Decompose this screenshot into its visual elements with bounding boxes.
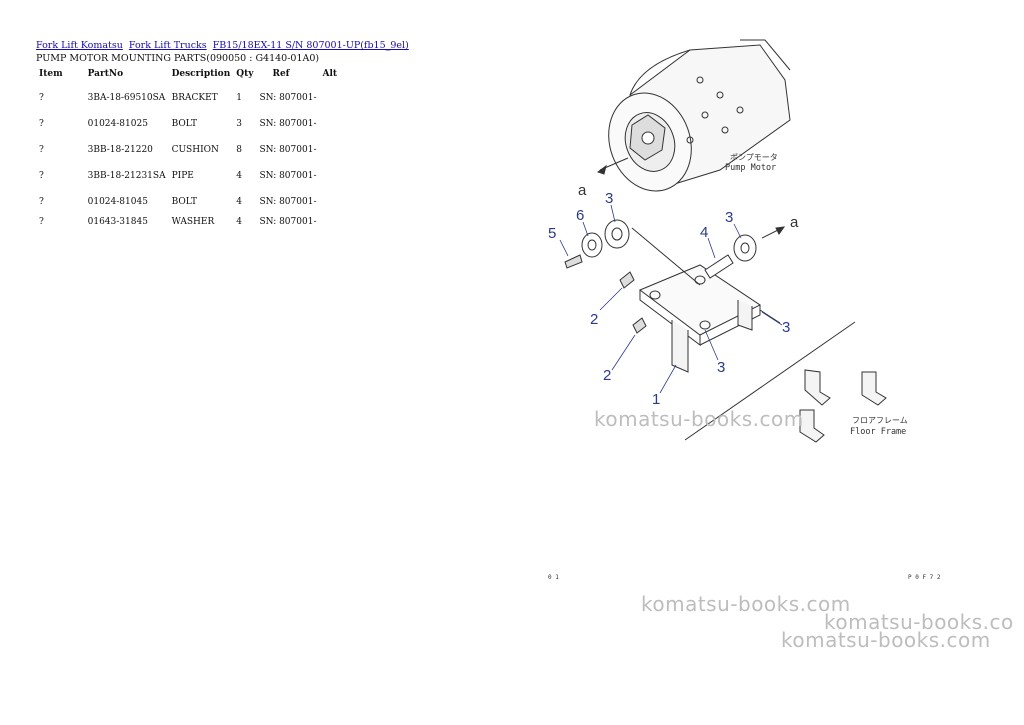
pump-motor-label: Pump Motor bbox=[725, 163, 776, 173]
header-partno: PartNo bbox=[87, 69, 124, 79]
bracket-drawing bbox=[639, 264, 761, 373]
cell-alt bbox=[319, 215, 340, 229]
table-row: ? 01643-31845 WASHER 4 SN: 807001- bbox=[36, 215, 340, 229]
cell-qty: 4 bbox=[236, 171, 242, 181]
footer-right-code: P 0 F 7 2 bbox=[908, 574, 941, 581]
floor-frame-label: Floor Frame bbox=[850, 427, 906, 437]
callout-3: 3 bbox=[605, 190, 613, 207]
cell-item: ? bbox=[39, 93, 44, 103]
cell-ref: SN: 807001- bbox=[259, 171, 317, 181]
callout-3: 3 bbox=[717, 359, 725, 376]
cell-item: ? bbox=[39, 171, 44, 181]
table-header-row: Item PartNo Description Qty Ref Alt bbox=[36, 67, 340, 85]
cell-description: PIPE bbox=[171, 171, 194, 181]
parts-list-panel: Fork Lift Komatsu Fork Lift Trucks FB15/… bbox=[36, 39, 496, 229]
cell-ref: SN: 807001- bbox=[259, 197, 317, 207]
cell-item: ? bbox=[39, 119, 44, 129]
floor-frame-jp-label: フロアフレーム bbox=[852, 416, 908, 425]
header-description: Description bbox=[171, 69, 231, 79]
cell-alt bbox=[319, 189, 340, 215]
pump-motor-jp-label: ポンプモータ bbox=[730, 153, 778, 162]
breadcrumb-link-model[interactable]: FB15/18EX-11 S/N 807001-UP(fb15_9el) bbox=[212, 40, 409, 51]
cell-description: BOLT bbox=[171, 197, 197, 207]
cell-partno: 3BB-18-21231SA bbox=[87, 171, 166, 181]
cell-partno: 01024-81025 bbox=[87, 119, 148, 129]
cell-qty: 8 bbox=[236, 145, 242, 155]
pump-motor-drawing bbox=[596, 39, 791, 192]
mark-a-right: a bbox=[790, 214, 799, 231]
callout-2: 2 bbox=[590, 311, 598, 328]
cell-item: ? bbox=[39, 197, 44, 207]
cell-partno: 01024-81045 bbox=[87, 197, 148, 207]
table-row: ? 3BB-18-21220 CUSHION 8 SN: 807001- bbox=[36, 137, 340, 163]
cell-alt bbox=[319, 85, 340, 111]
watermark: komatsu-books.com bbox=[781, 628, 991, 652]
cell-description: BOLT bbox=[171, 119, 197, 129]
cell-qty: 4 bbox=[236, 197, 242, 207]
cell-alt bbox=[319, 111, 340, 137]
cell-description: BRACKET bbox=[171, 93, 218, 103]
header-ref: Ref bbox=[272, 69, 290, 79]
cell-qty: 3 bbox=[236, 119, 242, 129]
callout-2: 2 bbox=[603, 367, 611, 384]
table-row: ? 01024-81045 BOLT 4 SN: 807001- bbox=[36, 189, 340, 215]
callout-6: 6 bbox=[576, 207, 584, 224]
callout-3: 3 bbox=[725, 209, 733, 226]
floor-frame-drawing bbox=[684, 321, 887, 443]
cell-qty: 4 bbox=[236, 217, 242, 227]
breadcrumb-link-fork-lift-komatsu[interactable]: Fork Lift Komatsu bbox=[36, 40, 123, 51]
breadcrumb: Fork Lift Komatsu Fork Lift Trucks FB15/… bbox=[36, 39, 496, 52]
table-row: ? 01024-81025 BOLT 3 SN: 807001- bbox=[36, 111, 340, 137]
cell-partno: 01643-31845 bbox=[87, 217, 148, 227]
cell-alt bbox=[319, 137, 340, 163]
cell-item: ? bbox=[39, 217, 44, 227]
table-row: ? 3BB-18-21231SA PIPE 4 SN: 807001- bbox=[36, 163, 340, 189]
cell-ref: SN: 807001- bbox=[259, 93, 317, 103]
cell-item: ? bbox=[39, 145, 44, 155]
table-row: ? 3BA-18-69510SA BRACKET 1 SN: 807001- bbox=[36, 85, 340, 111]
mark-a-left: a bbox=[578, 182, 587, 199]
watermark: komatsu-books.com bbox=[641, 592, 851, 616]
callout-1: 1 bbox=[652, 391, 660, 408]
header-qty: Qty bbox=[236, 69, 254, 79]
cell-ref: SN: 807001- bbox=[259, 217, 317, 227]
breadcrumb-link-fork-lift-trucks[interactable]: Fork Lift Trucks bbox=[128, 40, 207, 51]
callout-4: 4 bbox=[700, 224, 708, 241]
header-alt: Alt bbox=[322, 69, 338, 79]
exploded-parts-diagram: 5 6 3 3 4 2 2 3 3 1 ポンプモータ Pump Motor フロ… bbox=[548, 39, 941, 581]
small-parts-drawing bbox=[564, 219, 786, 334]
header-item: Item bbox=[39, 69, 63, 79]
footer-left-code: 0 1 bbox=[548, 574, 559, 581]
cell-description: WASHER bbox=[171, 217, 215, 227]
cell-partno: 3BA-18-69510SA bbox=[87, 93, 166, 103]
watermark: komatsu-books.com bbox=[594, 407, 804, 431]
parts-table: Item PartNo Description Qty Ref Alt ? 3B… bbox=[36, 67, 340, 229]
cell-qty: 1 bbox=[236, 93, 242, 103]
cell-ref: SN: 807001- bbox=[259, 119, 317, 129]
callout-3: 3 bbox=[782, 319, 790, 336]
cell-description: CUSHION bbox=[171, 145, 219, 155]
cell-ref: SN: 807001- bbox=[259, 145, 317, 155]
cell-alt bbox=[319, 163, 340, 189]
watermark: komatsu-books.co bbox=[824, 610, 1014, 634]
page-title: PUMP MOTOR MOUNTING PARTS(090050 : G4140… bbox=[36, 53, 320, 64]
callout-5: 5 bbox=[548, 225, 556, 242]
cell-partno: 3BB-18-21220 bbox=[87, 145, 153, 155]
